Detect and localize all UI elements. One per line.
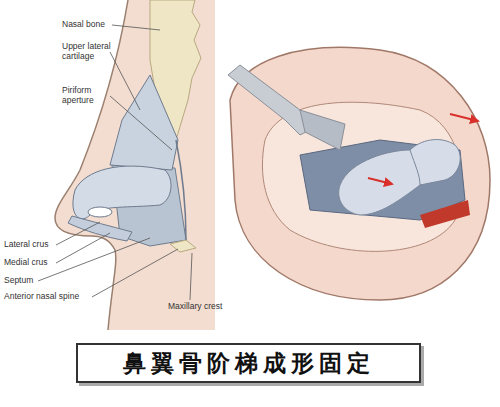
instrument-blade xyxy=(300,110,345,150)
upper-lateral-cartilage xyxy=(110,75,178,170)
cartilage-step xyxy=(410,150,420,185)
medial-crus xyxy=(68,216,132,241)
leader-line xyxy=(56,222,100,245)
part-label: Piriform aperture xyxy=(62,86,112,106)
lateral-crus xyxy=(73,166,171,219)
caption-box: 鼻翼骨阶梯成形固定 xyxy=(76,343,421,383)
part-label: Upper lateral cartilage xyxy=(62,42,112,62)
red-arrow xyxy=(450,114,478,121)
leader-line xyxy=(110,52,140,110)
nostril-skin xyxy=(230,47,490,300)
piriform-aperture-edge xyxy=(176,140,186,240)
part-label: Nasal bone xyxy=(62,20,114,30)
leader-line xyxy=(190,253,192,300)
part-label: Septum xyxy=(4,276,44,286)
leader-line xyxy=(38,238,150,281)
part-label: Medial crus xyxy=(4,258,60,268)
flap xyxy=(300,140,465,220)
red-edge xyxy=(420,200,470,228)
anterior-nasal-spine xyxy=(170,240,196,252)
leader-line xyxy=(110,96,172,150)
face-skin xyxy=(55,0,215,330)
red-arrow xyxy=(368,178,392,184)
nostril xyxy=(88,207,112,217)
leader-line xyxy=(112,25,160,30)
part-label: Lateral crus xyxy=(4,240,60,250)
leader-line xyxy=(56,233,110,263)
instrument-handle xyxy=(228,65,310,135)
part-label: Maxillary crest xyxy=(168,302,238,312)
leader-line xyxy=(92,249,178,297)
leader-lines xyxy=(38,25,192,300)
alar-cartilage xyxy=(339,140,461,215)
part-label: Anterior nasal spine xyxy=(4,292,94,302)
